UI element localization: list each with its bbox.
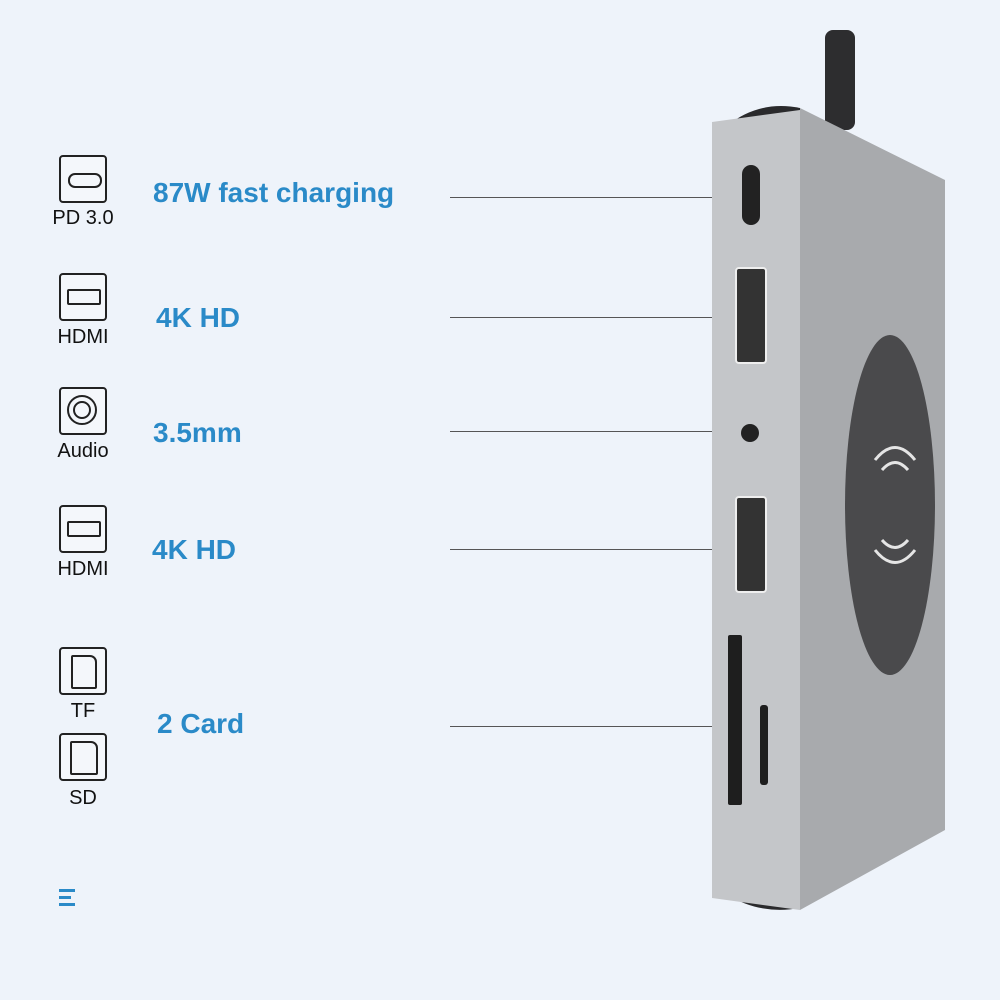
- usb-hub-device: [712, 30, 945, 910]
- feature-card: 2 Card: [157, 708, 245, 739]
- hdmi-port: [735, 496, 767, 593]
- tf-card-icon: [59, 647, 107, 695]
- leader-line: [450, 726, 727, 727]
- feature-4k: 4K HD: [156, 302, 241, 333]
- audio-label: Audio: [57, 440, 109, 462]
- audio-port: [741, 424, 759, 442]
- sd-slot: [728, 635, 742, 805]
- usb-c-icon: [59, 155, 107, 203]
- hdmi-label: HDMI: [57, 326, 109, 348]
- cable: [825, 30, 855, 130]
- tf-slot: [760, 705, 768, 785]
- sd-label: SD: [69, 787, 97, 809]
- feature-charging: 87W fast charging: [153, 177, 395, 208]
- hdmi-icon: [59, 273, 107, 321]
- tf-label: TF: [70, 700, 96, 722]
- leader-line: [450, 431, 727, 432]
- wireless-charging-icon: [873, 446, 917, 564]
- feature-audio: 3.5mm: [153, 417, 242, 448]
- hdmi-icon: [59, 505, 107, 553]
- wireless-charging-pad: [845, 335, 935, 675]
- hdmi-port: [735, 267, 767, 364]
- usb-c-port: [742, 165, 760, 225]
- brand-logo-icon: [59, 889, 75, 906]
- hdmi-label: HDMI: [57, 558, 109, 580]
- sd-card-icon: [59, 733, 107, 781]
- leader-line: [450, 197, 727, 198]
- feature-4k: 4K HD: [152, 534, 237, 565]
- audio-jack-icon: [59, 387, 107, 435]
- leader-line: [450, 317, 727, 318]
- pd-label: PD 3.0: [52, 207, 114, 229]
- leader-line: [450, 549, 727, 550]
